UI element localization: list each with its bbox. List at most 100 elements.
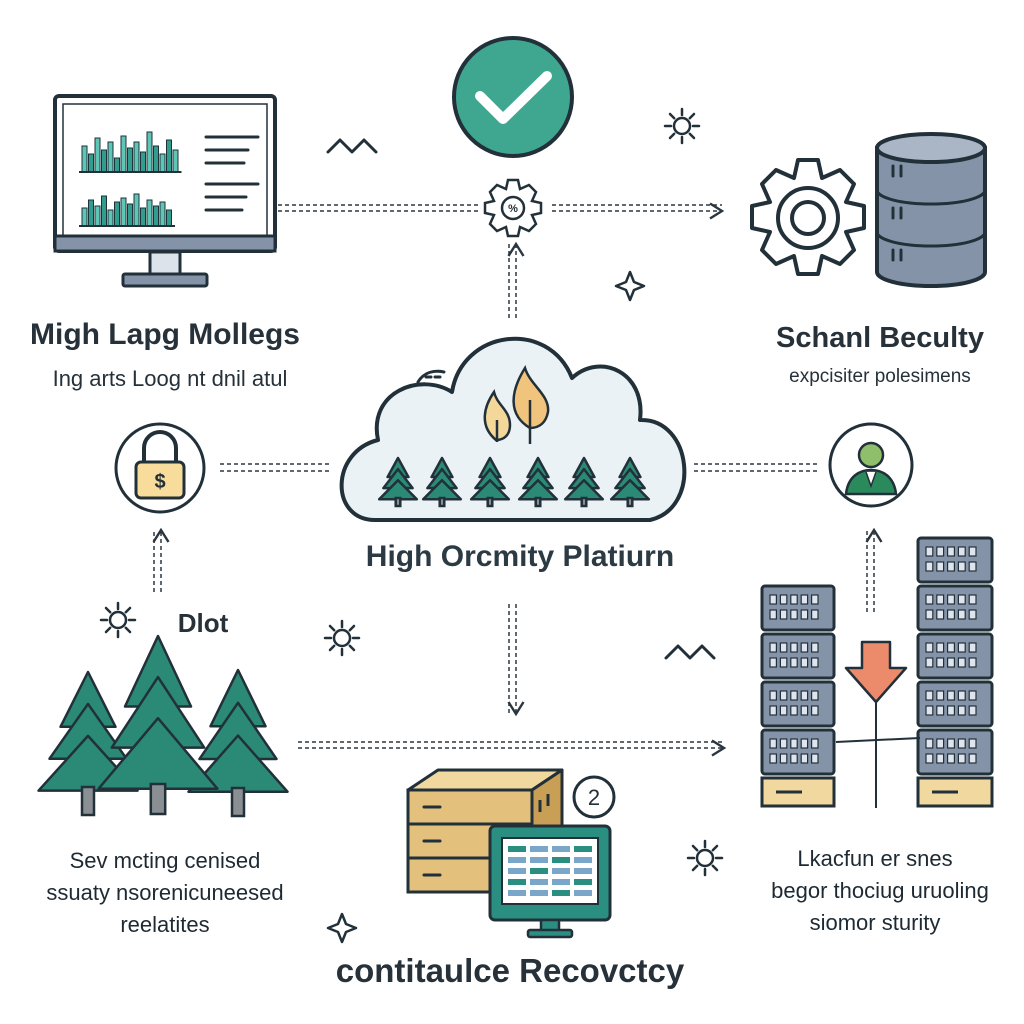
server-slot xyxy=(790,642,798,653)
server-base xyxy=(916,776,994,808)
server-slot xyxy=(968,609,977,620)
lock-icon: $ xyxy=(114,422,206,514)
connector-platform-to-recovery xyxy=(507,604,525,717)
server-slot xyxy=(936,594,945,605)
screen-cell xyxy=(508,879,526,885)
chart-bar xyxy=(146,131,153,173)
decorative-stars xyxy=(326,270,646,944)
down-arrow-icon xyxy=(844,640,908,704)
pine-tree xyxy=(563,456,605,508)
server-slot xyxy=(810,657,819,668)
chart-bar xyxy=(88,199,94,227)
server-slot xyxy=(957,609,966,620)
step-badge: 2 xyxy=(572,775,616,819)
cloud-icon xyxy=(339,336,687,522)
screen-cell xyxy=(508,868,526,874)
decorative-sparkles xyxy=(99,107,724,877)
recovery-screen-rows xyxy=(508,846,592,896)
monitor-bar-chart-bottom xyxy=(79,193,175,227)
chart-bar xyxy=(140,151,146,173)
chart-bar xyxy=(127,147,133,173)
screen-cell xyxy=(552,846,570,852)
security-title: Schanl Beculty xyxy=(776,322,984,354)
server-slot xyxy=(936,690,945,701)
server-slot xyxy=(925,738,934,749)
server-slot xyxy=(800,738,809,749)
server-slot xyxy=(946,738,955,749)
sparkle-burst xyxy=(663,107,701,145)
server-slot xyxy=(790,705,798,716)
server-slot xyxy=(946,753,955,764)
server-slot xyxy=(800,642,809,653)
screen-cell xyxy=(552,879,570,885)
server-unit xyxy=(760,584,836,632)
monitor-bar-chart-top xyxy=(79,131,182,173)
pine-trunk xyxy=(149,782,167,816)
server-slot xyxy=(946,609,955,620)
server-slot xyxy=(968,690,977,701)
pine-tree xyxy=(377,456,419,508)
server-rack-left-icon xyxy=(760,584,836,808)
server-slot xyxy=(968,561,977,572)
pine-trunk xyxy=(80,785,96,817)
sparkle-ray xyxy=(348,624,356,632)
pine-tree xyxy=(609,456,651,508)
server-slot xyxy=(936,657,945,668)
sparkle-core xyxy=(332,628,352,648)
server-slot xyxy=(779,753,788,764)
screen-cell xyxy=(530,879,548,885)
screen-cell xyxy=(530,846,548,852)
sparkle-ray xyxy=(348,644,356,652)
cloud-forest xyxy=(377,456,651,508)
server-slot xyxy=(810,690,819,701)
server-slot xyxy=(810,642,819,653)
server-slot xyxy=(779,690,788,701)
server-slot xyxy=(957,753,966,764)
trees-caption-line-1: Sev mcting cenised xyxy=(69,848,261,873)
monitor-text-lines xyxy=(204,135,260,212)
server-slot xyxy=(925,705,934,716)
sparkle-core xyxy=(672,116,692,136)
connector-cloud-to-user xyxy=(694,463,818,472)
server-slot xyxy=(800,657,809,668)
server-slot xyxy=(779,642,788,653)
server-slot xyxy=(800,594,809,605)
connector-gear-to-database xyxy=(552,202,725,220)
server-slot xyxy=(957,738,966,749)
decorative-zigzags xyxy=(326,138,716,660)
screen-cell xyxy=(508,846,526,852)
pine-trunk xyxy=(486,496,494,508)
screen-cell xyxy=(552,890,570,896)
chart-bar xyxy=(81,145,88,173)
pine-tree xyxy=(517,456,559,508)
star-mark xyxy=(326,912,358,944)
gear-icon xyxy=(750,158,866,276)
connector-lock-to-cloud xyxy=(220,463,330,472)
sparkle-ray xyxy=(328,644,336,652)
server-slot xyxy=(769,738,778,749)
server-slot xyxy=(790,594,798,605)
svg-text:%: % xyxy=(508,203,518,215)
connector-trees-to-lock xyxy=(152,527,170,592)
forest-trees-icon xyxy=(37,634,289,818)
monitoring-title: Migh Lapg Mollegs xyxy=(30,318,300,351)
servers-caption-line-3: siomor sturity xyxy=(809,910,941,935)
sparkle-ray xyxy=(328,624,336,632)
server-slot xyxy=(810,705,819,716)
server-slot xyxy=(946,561,955,572)
recovery-title: contitaulce Recovctcy xyxy=(335,952,685,989)
server-slot xyxy=(957,690,966,701)
server-slot xyxy=(968,705,977,716)
sparkle-burst xyxy=(99,601,137,639)
sparkle-ray xyxy=(691,844,699,852)
server-slot xyxy=(925,561,934,572)
chart-bar xyxy=(114,157,120,173)
zigzag-mark xyxy=(326,138,378,154)
monitoring-subtitle: Ing arts Loog nt dnil atul xyxy=(52,366,288,391)
server-slot xyxy=(946,594,955,605)
server-slot xyxy=(779,657,788,668)
server-slot xyxy=(936,561,945,572)
monitor-dashboard-icon xyxy=(53,94,277,288)
server-slot xyxy=(968,642,977,653)
